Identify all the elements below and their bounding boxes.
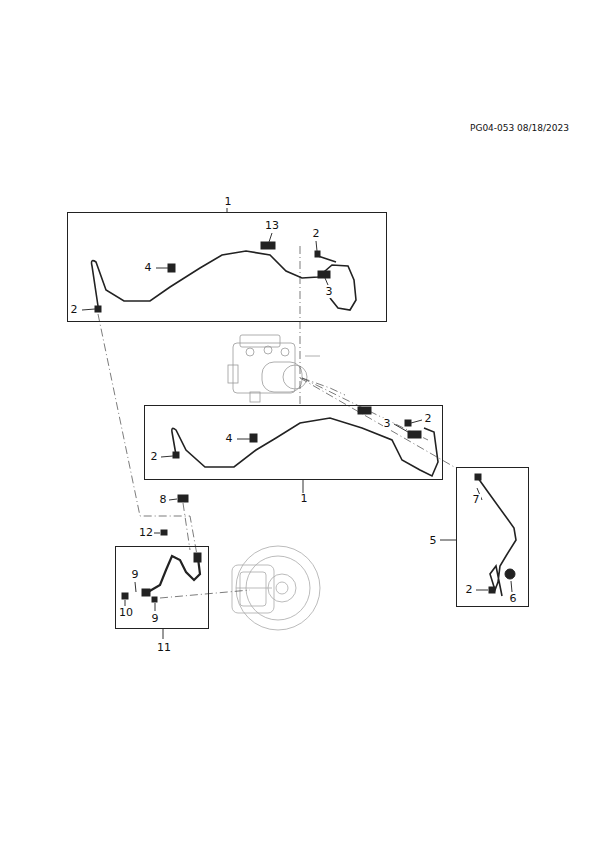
leader-line: [156, 268, 168, 269]
callout-number: 3: [325, 286, 334, 298]
callout-number: 2: [424, 413, 433, 425]
callout-number: 2: [312, 228, 321, 240]
leader-line: [476, 590, 488, 591]
brake-hose: [148, 556, 200, 592]
leader-line: [153, 533, 160, 534]
callout-number: 2: [70, 304, 79, 316]
hose-fitting: [122, 495, 201, 602]
leader-line: [163, 629, 164, 639]
pipe-clip: [95, 242, 330, 312]
leader-line: [511, 581, 512, 592]
callout-number: 10: [118, 607, 134, 619]
group-box: 1: [144, 405, 443, 480]
callout-number: 4: [225, 433, 234, 445]
leader-line: [440, 540, 456, 541]
callout-number: 4: [144, 262, 153, 274]
callout-number: 1: [300, 493, 309, 505]
callout-number: 8: [159, 494, 168, 506]
callout-number: 2: [150, 451, 159, 463]
leader-line: [394, 424, 408, 432]
leader-line: [82, 309, 95, 310]
group-box: 1: [67, 212, 387, 322]
callout-number: 6: [509, 593, 518, 605]
callout-number: 7: [472, 494, 481, 506]
pipe-fitting: [475, 474, 515, 593]
leader-line: [135, 582, 136, 592]
callout-number: 2: [465, 584, 474, 596]
leader-line: [316, 241, 317, 251]
callout-number: 5: [429, 535, 438, 547]
leader-line: [269, 233, 272, 242]
callout-number: 12: [138, 527, 154, 539]
leader-line: [155, 603, 156, 611]
brake-pipe: [478, 478, 516, 596]
callout-number: 1: [224, 196, 233, 208]
leader-line: [411, 420, 422, 423]
callout-number: 9: [151, 613, 160, 625]
drawing-id: PG04-053 08/18/2023: [469, 123, 570, 133]
callout-number: 11: [156, 642, 172, 654]
brake-pipe: [92, 251, 357, 310]
pipe-clip: [173, 407, 421, 458]
leader-line: [169, 499, 177, 500]
callout-number: 13: [264, 220, 280, 232]
leader-line: [325, 278, 328, 285]
callout-number: 3: [383, 418, 392, 430]
abs-module: [228, 335, 320, 402]
brake-pipe: [172, 418, 438, 476]
callout-number: 9: [131, 569, 140, 581]
brake-caliper: [232, 546, 320, 630]
leader-line: [161, 456, 173, 457]
leader-line: [237, 439, 250, 440]
leader-line: [125, 600, 126, 606]
